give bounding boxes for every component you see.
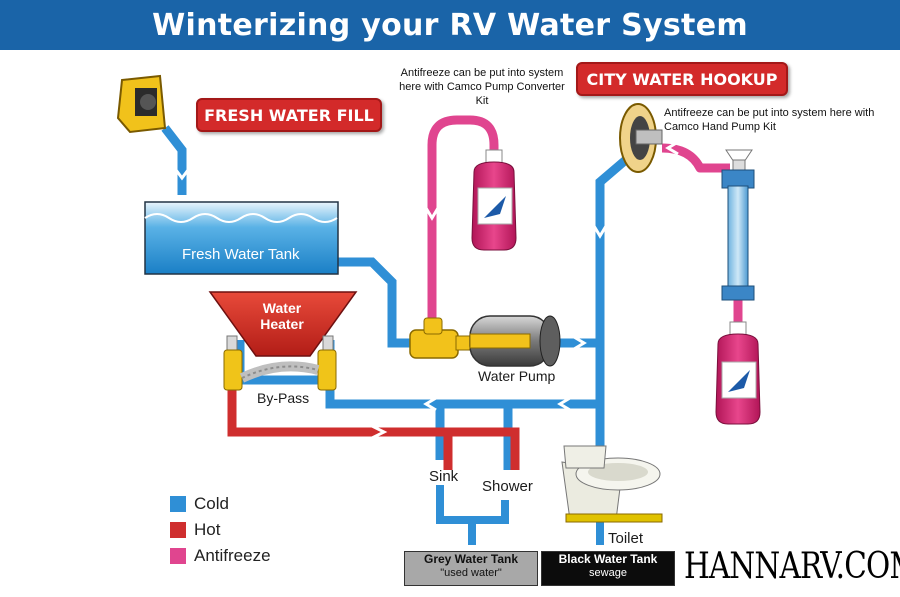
legend-item-cold: Cold [170,494,229,514]
shower-label: Shower [482,478,533,495]
sink-label: Sink [429,468,459,485]
fresh-water-fill-label: FRESH WATER FILL [204,105,374,125]
hot-flow-arrow [371,424,388,440]
fill-inlet-icon [116,74,167,134]
fresh-water-fill-badge: FRESH WATER FILL [196,98,382,132]
water-pump-label: Water Pump [478,368,556,384]
antifreeze-flow-arrow [424,207,440,221]
antifreeze-jug-icon [715,321,761,425]
city-water-hookup-badge: CITY WATER HOOKUP [576,62,788,96]
hand-pump-kit-note: Antifreeze can be put into system here w… [664,107,875,133]
antifreeze-jug-icon [471,149,517,251]
legend-swatch-cold [170,496,186,512]
city-water-hookup-label: CITY WATER HOOKUP [586,69,778,89]
title-bar: Winterizing your RV Water System [0,0,900,50]
brand-watermark: HANNARV.COM [684,546,900,587]
legend-item-hot: Hot [170,520,220,540]
grey-water-tank-sub: "used water" [440,567,502,579]
converter-kit-note: Antifreeze can be put into system here w… [399,67,565,107]
hot-pipes [227,385,520,470]
grey-water-tank: Grey Water Tank "used water" [404,551,538,586]
legend-label-hot: Hot [194,520,221,539]
water-heater-label: Water Heater [260,300,304,332]
legend-swatch-antifreeze [170,548,186,564]
fresh-water-tank-label: Fresh Water Tank [182,246,300,263]
page-title: Winterizing your RV Water System [152,7,748,43]
toilet-icon [561,445,663,523]
toilet-label: Toilet [608,530,644,547]
fill-pipe [161,125,187,195]
city-inlet-icon [619,103,663,173]
fresh-water-tank [144,201,339,275]
black-water-tank: Black Water Tank sewage [541,551,675,586]
water-pump-icon [469,315,561,367]
black-water-tank-title: Black Water Tank [558,552,658,566]
cold-flow-arrows [174,169,608,412]
legend-label-antifreeze: Antifreeze [194,546,271,565]
grey-water-tank-title: Grey Water Tank [423,552,519,566]
black-water-tank-sub: sewage [589,567,627,579]
legend-item-antifreeze: Antifreeze [170,546,271,566]
legend-label-cold: Cold [194,494,229,513]
hand-pump-icon [721,149,755,301]
bypass-label: By-Pass [257,390,310,406]
bypass-valve-icon [223,349,337,391]
water-heater-icon [208,291,358,359]
legend-swatch-hot [170,522,186,538]
